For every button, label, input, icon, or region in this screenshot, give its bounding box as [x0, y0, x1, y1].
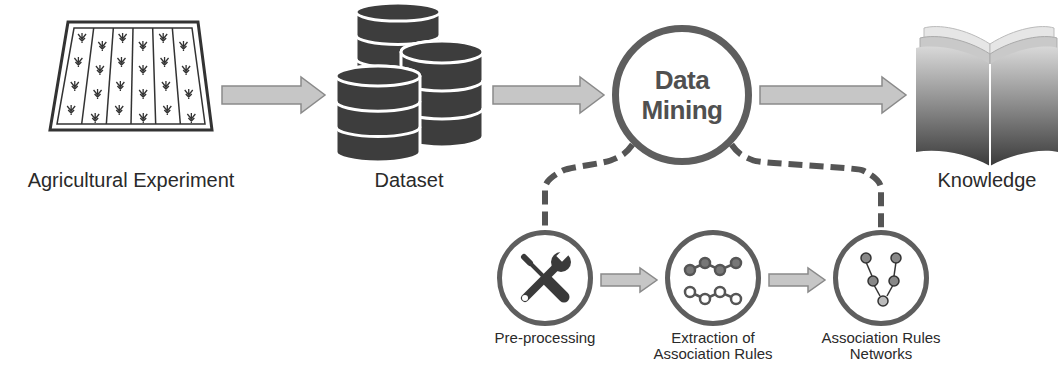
- dashed-link: [545, 144, 633, 230]
- process-title: Data Mining: [626, 65, 738, 125]
- circle-outline: [616, 29, 749, 162]
- experiment-node: Agricultural Experiment: [48, 20, 214, 132]
- flow-arrow: [760, 77, 906, 113]
- circle-outline: [500, 233, 591, 324]
- node-label: Association Rules Networks: [806, 330, 956, 362]
- node-label: Extraction of Association Rules: [638, 330, 788, 362]
- node-label: Dataset: [329, 168, 489, 192]
- dataset-node: Dataset: [333, 2, 485, 154]
- flow-arrow: [769, 268, 825, 292]
- knowledge-node: Knowledge: [914, 30, 1060, 168]
- node-label: Knowledge: [917, 168, 1057, 192]
- process-circle: Data Mining: [612, 25, 752, 165]
- node-label: Pre-processing: [470, 330, 620, 346]
- step-circle: Extraction of Association Rules: [665, 230, 761, 326]
- step-circle: Pre-processing: [497, 230, 593, 326]
- circle-outline: [833, 230, 929, 326]
- database-icon: [336, 3, 483, 162]
- circle-outline: [668, 233, 759, 324]
- tools-icon: [522, 248, 571, 301]
- flow-arrow: [493, 77, 604, 113]
- network-icon: [861, 253, 901, 306]
- node-label: Agricultural Experiment: [1, 168, 261, 192]
- circle-outline: [836, 233, 927, 324]
- dashed-link: [731, 144, 881, 230]
- flow-arrow: [601, 268, 657, 292]
- step-circle: Association Rules Networks: [833, 230, 929, 326]
- flow-arrow: [222, 77, 325, 113]
- circle-outline: [665, 230, 761, 326]
- circle-outline: [497, 230, 593, 326]
- rules-icon: [685, 258, 741, 304]
- book-icon: [916, 27, 1058, 166]
- field-illustration: [50, 22, 212, 130]
